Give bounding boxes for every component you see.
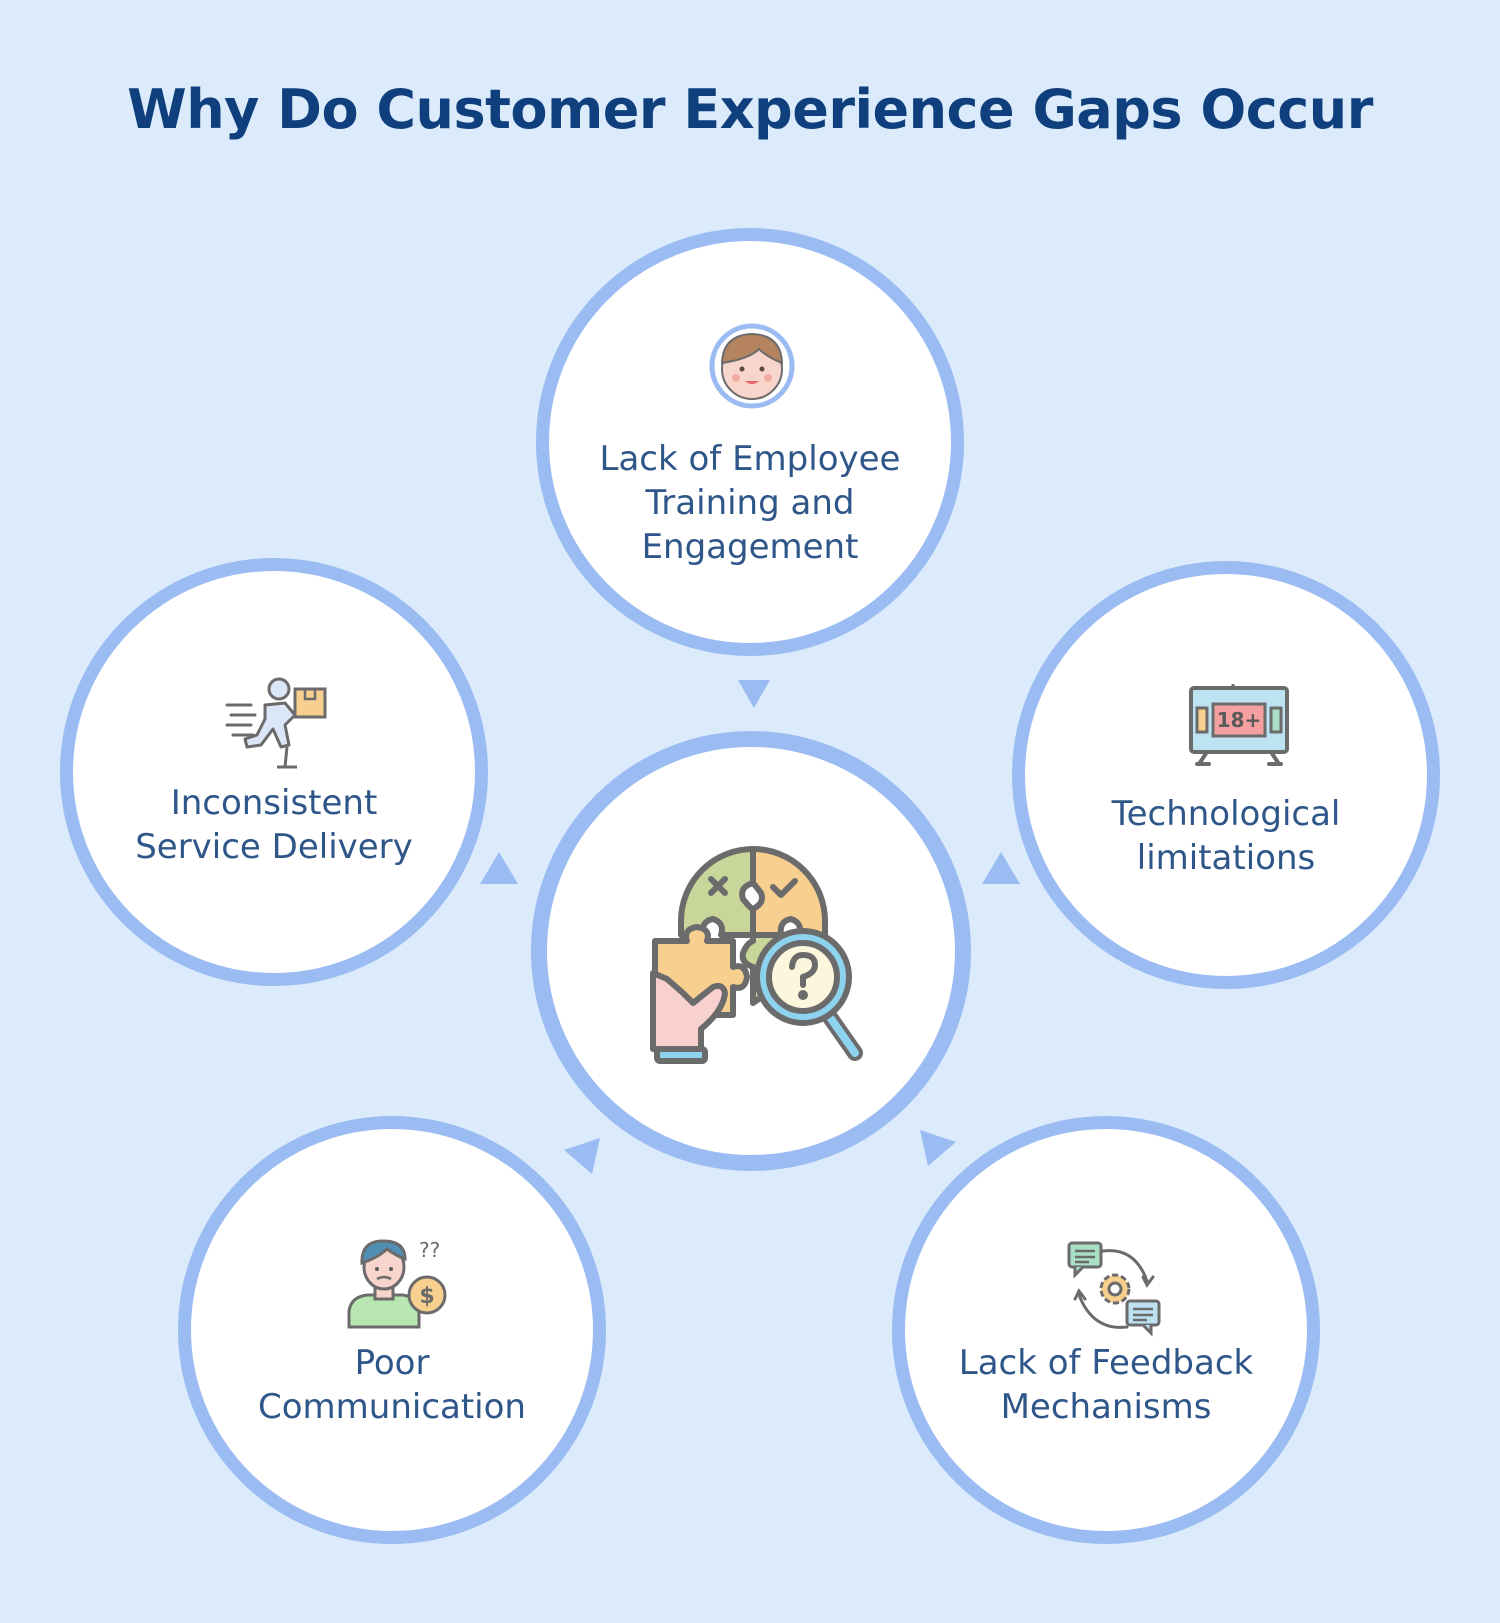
node-employee-training-label: Lack of Employee Training and Engagement xyxy=(599,439,901,567)
employee-face-icon xyxy=(709,323,795,409)
node-poor-communication: $ ?? Poor Communication xyxy=(178,1116,606,1544)
svg-text:$: $ xyxy=(419,1284,434,1309)
confused-person-money-icon: $ ?? xyxy=(347,1238,447,1329)
delivery-runner-icon xyxy=(225,677,327,769)
puzzle-magnifier-icon xyxy=(650,846,863,1064)
svg-text:??: ?? xyxy=(419,1238,440,1262)
node-poor-communication-label: Poor Communication xyxy=(258,1343,526,1427)
page-title: Why Do Customer Experience Gaps Occur xyxy=(127,78,1373,141)
arrow-bottom-right-icon xyxy=(920,1130,956,1166)
arrow-top-icon xyxy=(738,680,770,708)
arrow-bottom-left-icon xyxy=(564,1138,600,1174)
tv-18plus-icon: 18+ xyxy=(1189,684,1289,766)
node-technological-limitations: 18+ Technological limitations xyxy=(1012,561,1440,989)
arrow-left-icon xyxy=(480,852,518,884)
node-employee-training: Lack of Employee Training and Engagement xyxy=(536,228,964,656)
node-technological-limitations-label: Technological limitations xyxy=(1111,794,1341,878)
node-feedback-mechanisms-label: Lack of Feedback Mechanisms xyxy=(958,1343,1254,1427)
feedback-cycle-icon xyxy=(1067,1241,1161,1337)
arrow-right-icon xyxy=(982,852,1020,884)
node-feedback-mechanisms: Lack of Feedback Mechanisms xyxy=(892,1116,1320,1544)
tv-badge-text: 18+ xyxy=(1217,708,1262,732)
node-inconsistent-service: Inconsistent Service Delivery xyxy=(60,558,488,986)
center-node xyxy=(531,731,971,1171)
node-inconsistent-service-label: Inconsistent Service Delivery xyxy=(135,783,413,867)
